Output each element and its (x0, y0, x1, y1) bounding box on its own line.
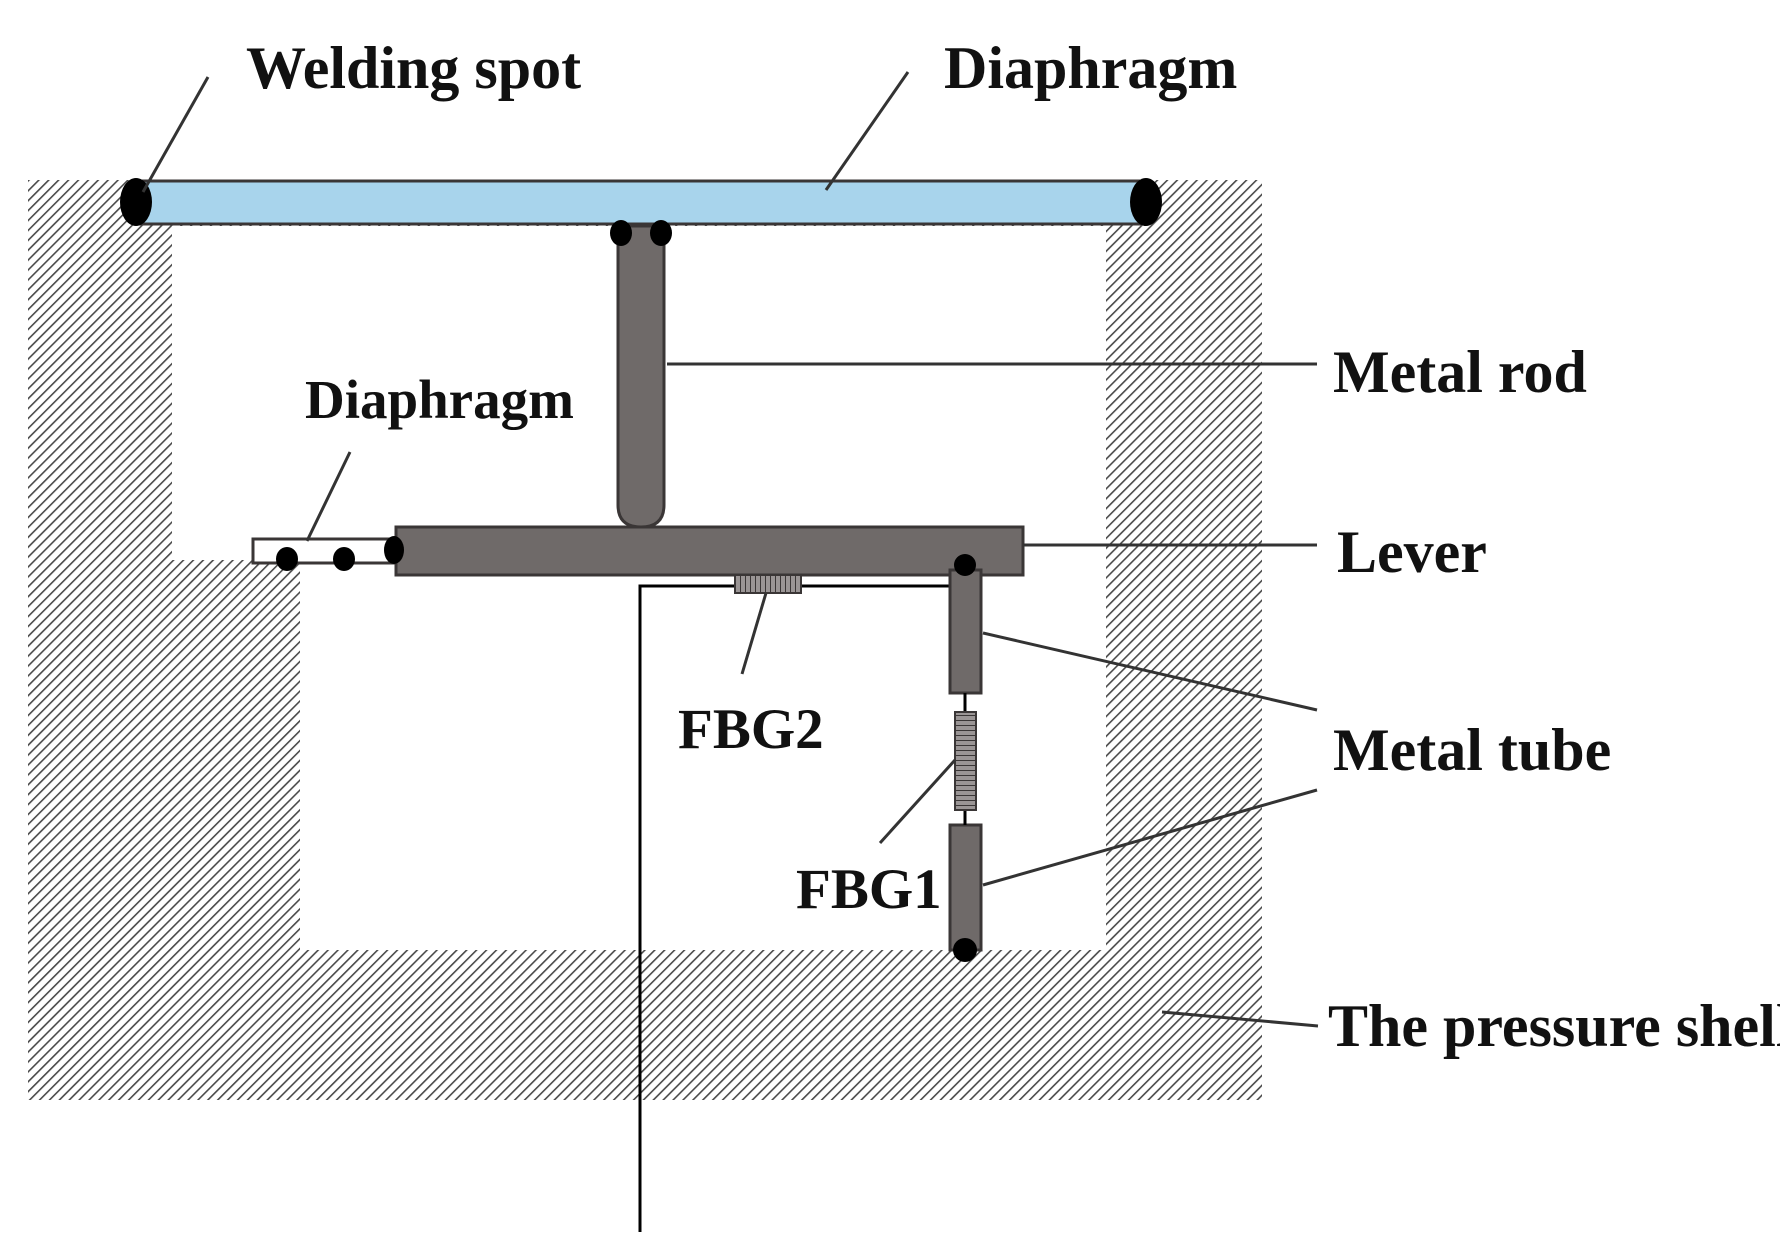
leader-metal-tube-lower (982, 788, 1318, 887)
label-lever: Lever (1337, 519, 1487, 585)
metal-tube-upper (948, 568, 983, 695)
label-pressure-shell: The pressure shell (1328, 993, 1780, 1059)
leader-fbg1 (878, 758, 957, 845)
label-welding-spot: Welding spot (246, 35, 581, 101)
leader-diaphragm-top (824, 71, 910, 191)
weld-spot (1130, 178, 1162, 226)
label-diaphragm-top: Diaphragm (944, 35, 1237, 101)
leader-fbg2 (740, 592, 768, 675)
lever (394, 525, 1025, 577)
weld-spot (276, 547, 298, 571)
weld-spot (610, 220, 632, 246)
label-diaphragm-left: Diaphragm (305, 369, 574, 430)
metal-tube-lower (948, 823, 983, 952)
leader-pressure-shell (1161, 1010, 1319, 1028)
leader-metal-tube-upper (982, 631, 1318, 712)
label-metal-tube: Metal tube (1333, 717, 1611, 783)
top-diaphragm (134, 179, 1148, 226)
leader-lines (141, 71, 1319, 1028)
metal-rod (616, 224, 666, 529)
fbg1-grating (954, 711, 977, 811)
label-fbg1: FBG1 (796, 858, 942, 921)
weld-spot (650, 220, 672, 246)
weld-spot (384, 536, 404, 564)
label-fbg2: FBG2 (678, 698, 824, 761)
weld-spot (953, 938, 977, 962)
fbg2-grating (734, 574, 802, 594)
leader-welding-spot (141, 76, 210, 193)
weld-spot (333, 547, 355, 571)
label-metal-rod: Metal rod (1333, 339, 1587, 405)
weld-spot (954, 554, 976, 576)
leader-diaphragm-left (305, 451, 352, 542)
pressure-shell (28, 180, 1262, 1100)
left-diaphragm (251, 537, 398, 565)
